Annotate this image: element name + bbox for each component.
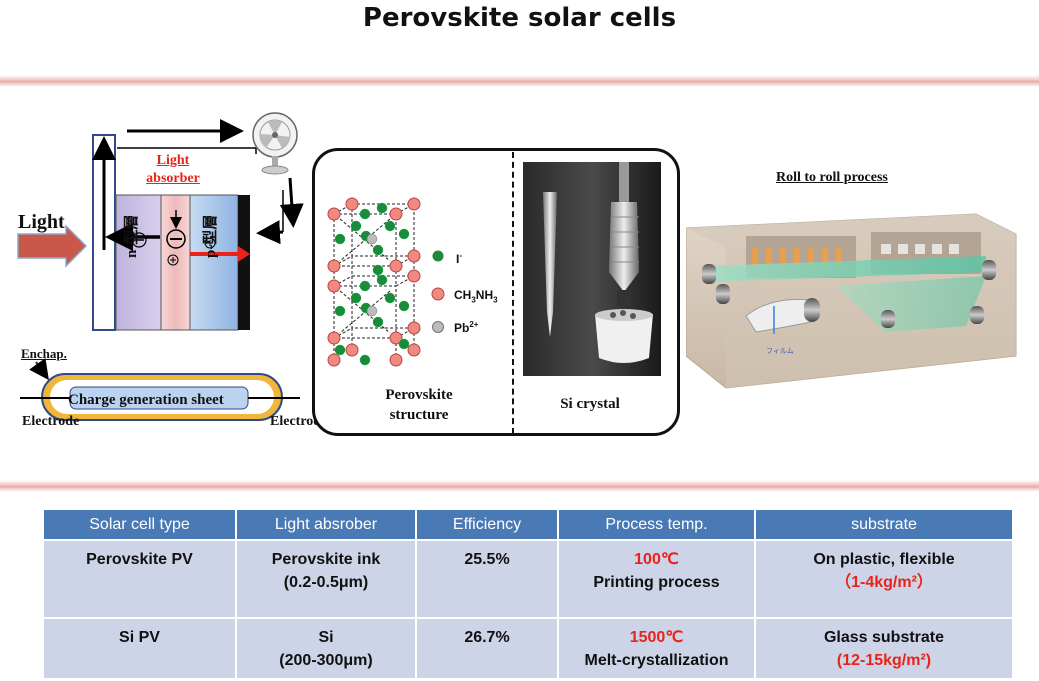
encapsulated-sheet <box>20 357 300 421</box>
top-divider <box>0 75 1039 87</box>
table-row: Perovskite PV Perovskite ink (0.2-0.5μm)… <box>44 539 1012 618</box>
solar-cell-diagram <box>17 112 304 421</box>
p-layer-label: p-型層 <box>203 214 219 258</box>
fan-icon <box>252 112 298 175</box>
perovskite-legend-markers <box>431 250 445 333</box>
legend-methylammonium: CH3NH3 <box>454 288 498 305</box>
light-arrow <box>17 224 88 268</box>
cell-type: Perovskite PV <box>44 539 237 618</box>
header-substrate: substrate <box>755 510 1012 540</box>
light-absorber-label: Light absorber <box>146 153 200 186</box>
cell-substrate: On plastic, flexible （1-4kg/m²） <box>755 539 1012 618</box>
n-layer-label: n-型層 <box>124 214 140 258</box>
header-efficiency: Efficiency <box>416 510 559 540</box>
panel-divider <box>512 152 514 434</box>
perovskite-crystal-image <box>327 197 421 367</box>
legend-lead: Pb2+ <box>454 320 479 335</box>
perovskite-caption: Perovskite structure <box>385 387 453 423</box>
cell-absorber: Si (200-300μm) <box>236 617 417 678</box>
p-layer <box>189 194 239 331</box>
film-label: フィルム <box>766 347 794 355</box>
n-layer <box>115 194 162 331</box>
cell-type: Si PV <box>44 617 237 678</box>
middle-divider <box>0 480 1039 492</box>
header-light-absorber: Light absrober <box>236 510 417 540</box>
cell-efficiency: 25.5% <box>416 539 559 618</box>
comparison-table: Solar cell type Light absrober Efficienc… <box>44 510 1012 678</box>
light-label: Light <box>18 211 65 233</box>
electrode-left-label: Electrode <box>22 414 80 429</box>
cell-process-temp: 100℃ Printing process <box>558 539 756 618</box>
page-title: Perovskite solar cells <box>362 3 677 33</box>
cell-substrate: Glass substrate (12-15kg/m²) <box>755 617 1012 678</box>
cell-efficiency: 26.7% <box>416 617 559 678</box>
header-solar-cell-type: Solar cell type <box>44 510 237 540</box>
roll-to-roll-machine-image <box>686 213 1017 389</box>
cell-process-temp: 1500℃ Melt-crystallization <box>558 617 756 678</box>
sheet-label: Charge generation sheet <box>68 392 224 408</box>
si-crystal-photo <box>523 162 661 376</box>
roll-to-roll-title: Roll to roll process <box>776 170 888 185</box>
table-row: Si PV Si (200-300μm) 26.7% 1500℃ Melt-cr… <box>44 617 1012 678</box>
encap-label: Enchap. <box>21 346 67 361</box>
cell-absorber: Perovskite ink (0.2-0.5μm) <box>236 539 417 618</box>
legend-iodide: I- <box>456 251 463 266</box>
table-header-row: Solar cell type Light absrober Efficienc… <box>44 510 1012 540</box>
right-electrode <box>238 195 250 330</box>
si-caption: Si crystal <box>560 396 620 412</box>
header-process-temp: Process temp. <box>558 510 756 540</box>
